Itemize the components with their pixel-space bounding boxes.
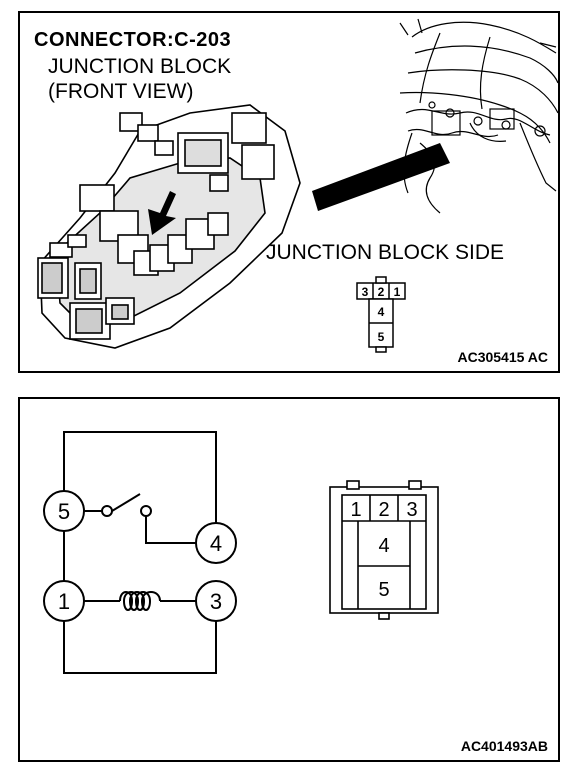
terminal-3 — [195, 580, 237, 622]
small-pin-5: 5 — [378, 330, 385, 344]
front-view-label: (FRONT VIEW) — [48, 80, 194, 103]
junction-block-label: JUNCTION BLOCK — [48, 55, 232, 78]
terminal-5-label: 5 — [58, 499, 70, 524]
junction-block-illustration: 3 2 1 4 5 — [37, 18, 558, 353]
callout-arrow-icon — [312, 143, 450, 211]
relay-circuit-diagram: 5 4 1 3 1 2 3 4 5 — [43, 431, 439, 674]
small-connector-diagram — [356, 276, 406, 353]
coil-icon — [119, 591, 161, 611]
bottom-figure-code: AC401493AB — [460, 738, 548, 754]
small-pin-1: 1 — [394, 285, 401, 299]
connector-pin-5: 5 — [378, 579, 389, 601]
top-figure-code: AC305415 AC — [457, 349, 548, 365]
terminal-1-label: 1 — [58, 589, 70, 614]
location-arrow-icon — [148, 191, 176, 235]
small-pin-3: 3 — [362, 285, 369, 299]
terminal-1 — [43, 580, 85, 622]
connector-pin-1: 1 — [350, 499, 361, 521]
small-pin-4: 4 — [378, 305, 385, 319]
connector-pin-2: 2 — [378, 499, 389, 521]
connector-pin-4: 4 — [378, 535, 389, 557]
circuit-wiring — [63, 431, 217, 674]
small-pin-2: 2 — [378, 285, 385, 299]
junction-block-panel: CONNECTOR:C-203 JUNCTION BLOCK (FRONT VI… — [18, 11, 560, 373]
dashboard-sketch — [399, 18, 558, 214]
terminal-4 — [195, 522, 237, 564]
connector-title: CONNECTOR:C-203 — [34, 29, 232, 51]
junction-block-side-label: JUNCTION BLOCK SIDE — [266, 241, 505, 264]
connector-face — [329, 480, 439, 620]
terminal-3-label: 3 — [210, 589, 222, 614]
connector-pin-3: 3 — [406, 499, 417, 521]
relay-circuit-panel: 5 4 1 3 1 2 3 4 5 AC401493AB — [18, 397, 560, 762]
switch-contact — [140, 505, 152, 517]
terminal-5 — [43, 490, 85, 532]
terminal-4-label: 4 — [210, 531, 222, 556]
junction-block-body — [37, 104, 301, 349]
switch-contact — [101, 505, 113, 517]
